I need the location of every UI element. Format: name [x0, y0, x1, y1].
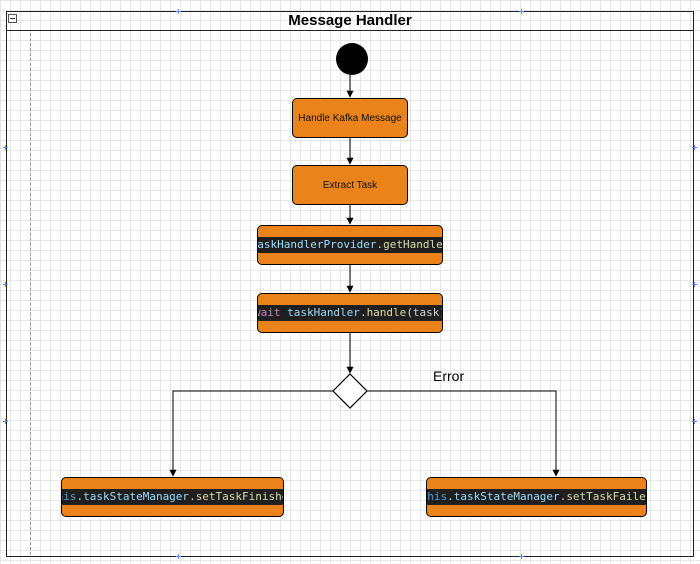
- selection-handle-icon[interactable]: [176, 9, 181, 14]
- node-label: Handle Kafka Message: [298, 112, 402, 124]
- decision-diamond[interactable]: [332, 373, 368, 409]
- edge-label-error: Error: [433, 368, 465, 384]
- code-token: .: [559, 490, 567, 503]
- code-token: this: [62, 490, 77, 503]
- code-token: .: [359, 306, 367, 319]
- code-token: .: [376, 238, 384, 251]
- code-token: getHandler: [383, 238, 443, 251]
- code-token: handle: [366, 306, 407, 319]
- selection-handle-icon[interactable]: [176, 554, 181, 559]
- node-handle-task[interactable]: await taskHandler.handle(task);: [257, 293, 443, 333]
- code-snippet: await taskHandler.handle(task);: [258, 305, 442, 321]
- code-token: taskStateManager: [453, 490, 560, 503]
- code-token: .: [189, 490, 196, 503]
- node-set-task-failed[interactable]: this.taskStateManager.setTaskFailed: [426, 477, 647, 517]
- code-token: this: [427, 490, 448, 503]
- selection-handle-icon[interactable]: [3, 282, 8, 287]
- selection-handle-icon[interactable]: [3, 145, 8, 150]
- title-bar: Message Handler: [6, 11, 694, 31]
- code-snippet: taskHandlerProvider.getHandler: [257, 237, 443, 253]
- code-token: taskHandlerProvider: [257, 238, 377, 251]
- guide-line: [30, 33, 31, 555]
- code-snippet: this.taskStateManager.setTaskFailed: [427, 489, 647, 505]
- start-node[interactable]: [336, 43, 368, 75]
- code-token: taskStateManager: [83, 490, 190, 503]
- edge-decision-to-finished: [169, 390, 333, 477]
- code-token: setTaskFinished: [195, 490, 283, 503]
- selection-handle-icon[interactable]: [519, 9, 524, 14]
- collapse-toggle-icon[interactable]: [8, 14, 17, 23]
- code-token: (task);: [406, 306, 442, 319]
- node-label: Extract Task: [322, 179, 378, 191]
- node-handle-kafka-message[interactable]: Handle Kafka Message: [292, 98, 408, 138]
- code-token: .: [447, 490, 454, 503]
- node-extract-task[interactable]: Extract Task: [292, 165, 408, 205]
- code-token: setTaskFailed: [566, 490, 647, 503]
- code-snippet: this.taskStateManager.setTaskFinished: [62, 489, 283, 505]
- node-set-task-finished[interactable]: this.taskStateManager.setTaskFinished: [61, 477, 284, 517]
- code-token: .: [76, 490, 84, 503]
- selection-handle-icon[interactable]: [519, 554, 524, 559]
- edge-decision-to-failed: [367, 390, 560, 477]
- selection-handle-icon[interactable]: [692, 145, 697, 150]
- code-token: await: [258, 306, 281, 319]
- selection-handle-icon[interactable]: [692, 419, 697, 424]
- diagram-title: Message Handler: [288, 12, 412, 29]
- selection-handle-icon[interactable]: [3, 419, 8, 424]
- code-token: taskHandler: [287, 306, 360, 319]
- node-get-handler[interactable]: taskHandlerProvider.getHandler: [257, 225, 443, 265]
- selection-handle-icon[interactable]: [692, 282, 697, 287]
